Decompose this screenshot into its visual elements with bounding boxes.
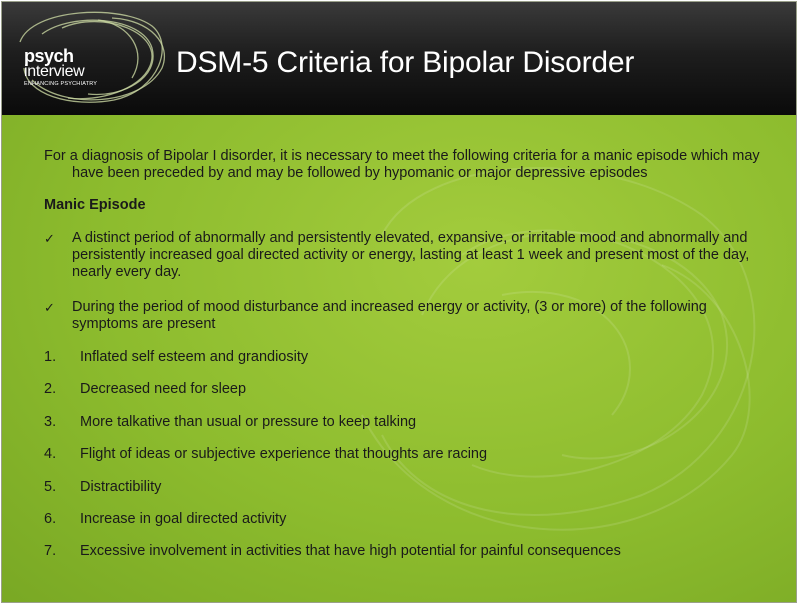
slide-title: DSM-5 Criteria for Bipolar Disorder xyxy=(176,46,635,79)
logo-word-psych: psych xyxy=(24,46,74,66)
list-item: 3. More talkative than usual or pressure… xyxy=(44,414,774,430)
list-item: 1. Inflated self esteem and grandiosity xyxy=(44,349,774,365)
list-number: 4. xyxy=(44,446,57,463)
slide-body: For a diagnosis of Bipolar I disorder, i… xyxy=(2,115,796,602)
list-item-text: Inflated self esteem and grandiosity xyxy=(80,349,309,365)
criteria-content: For a diagnosis of Bipolar I disorder, i… xyxy=(44,148,774,576)
list-item-text: Increase in goal directed activity xyxy=(80,510,287,527)
criterion-a: ✓ A distinct period of abnormally and pe… xyxy=(44,230,774,281)
list-item: 5. Distractibility xyxy=(44,479,774,495)
list-number: 7. xyxy=(44,543,57,560)
list-number: 2. xyxy=(44,381,57,398)
list-item-text: Decreased need for sleep xyxy=(80,381,247,398)
list-item-text: Flight of ideas or subjective experience… xyxy=(80,446,488,463)
criterion-text: During the period of mood disturbance an… xyxy=(72,299,707,332)
logo-word-interview: interview xyxy=(24,63,85,80)
list-item: 7. Excessive involvement in activities t… xyxy=(44,543,774,559)
background-swirl-graphic xyxy=(361,167,756,531)
logo-swirl-graphic xyxy=(19,11,165,103)
criterion-text: A distinct period of abnormally and pers… xyxy=(72,230,750,280)
list-item: 4. Flight of ideas or subjective experie… xyxy=(44,446,774,462)
slide-header: psych interview ENHANCING PSYCHIATRY DSM… xyxy=(2,2,796,115)
checkmark-icon: ✓ xyxy=(44,231,55,246)
psych-interview-logo: psych interview ENHANCING PSYCHIATRY xyxy=(24,46,98,88)
list-item: 2. Decreased need for sleep xyxy=(44,381,774,397)
list-item-text: Distractibility xyxy=(80,478,162,495)
intro-paragraph: For a diagnosis of Bipolar I disorder, i… xyxy=(44,148,760,181)
list-item: 6. Increase in goal directed activity xyxy=(44,511,774,527)
checkmark-icon: ✓ xyxy=(44,300,55,315)
criterion-b: ✓ During the period of mood disturbance … xyxy=(44,299,774,333)
logo-tagline: ENHANCING PSYCHIATRY xyxy=(24,81,98,87)
section-heading: Manic Episode xyxy=(44,197,146,213)
list-number: 6. xyxy=(44,510,57,527)
list-number: 3. xyxy=(44,413,57,430)
symptom-list: 1. Inflated self esteem and grandiosity … xyxy=(44,349,774,559)
list-item-text: More talkative than usual or pressure to… xyxy=(80,413,417,430)
list-number: 5. xyxy=(44,478,57,495)
list-number: 1. xyxy=(44,349,57,365)
list-item-text: Excessive involvement in activities that… xyxy=(80,543,621,560)
